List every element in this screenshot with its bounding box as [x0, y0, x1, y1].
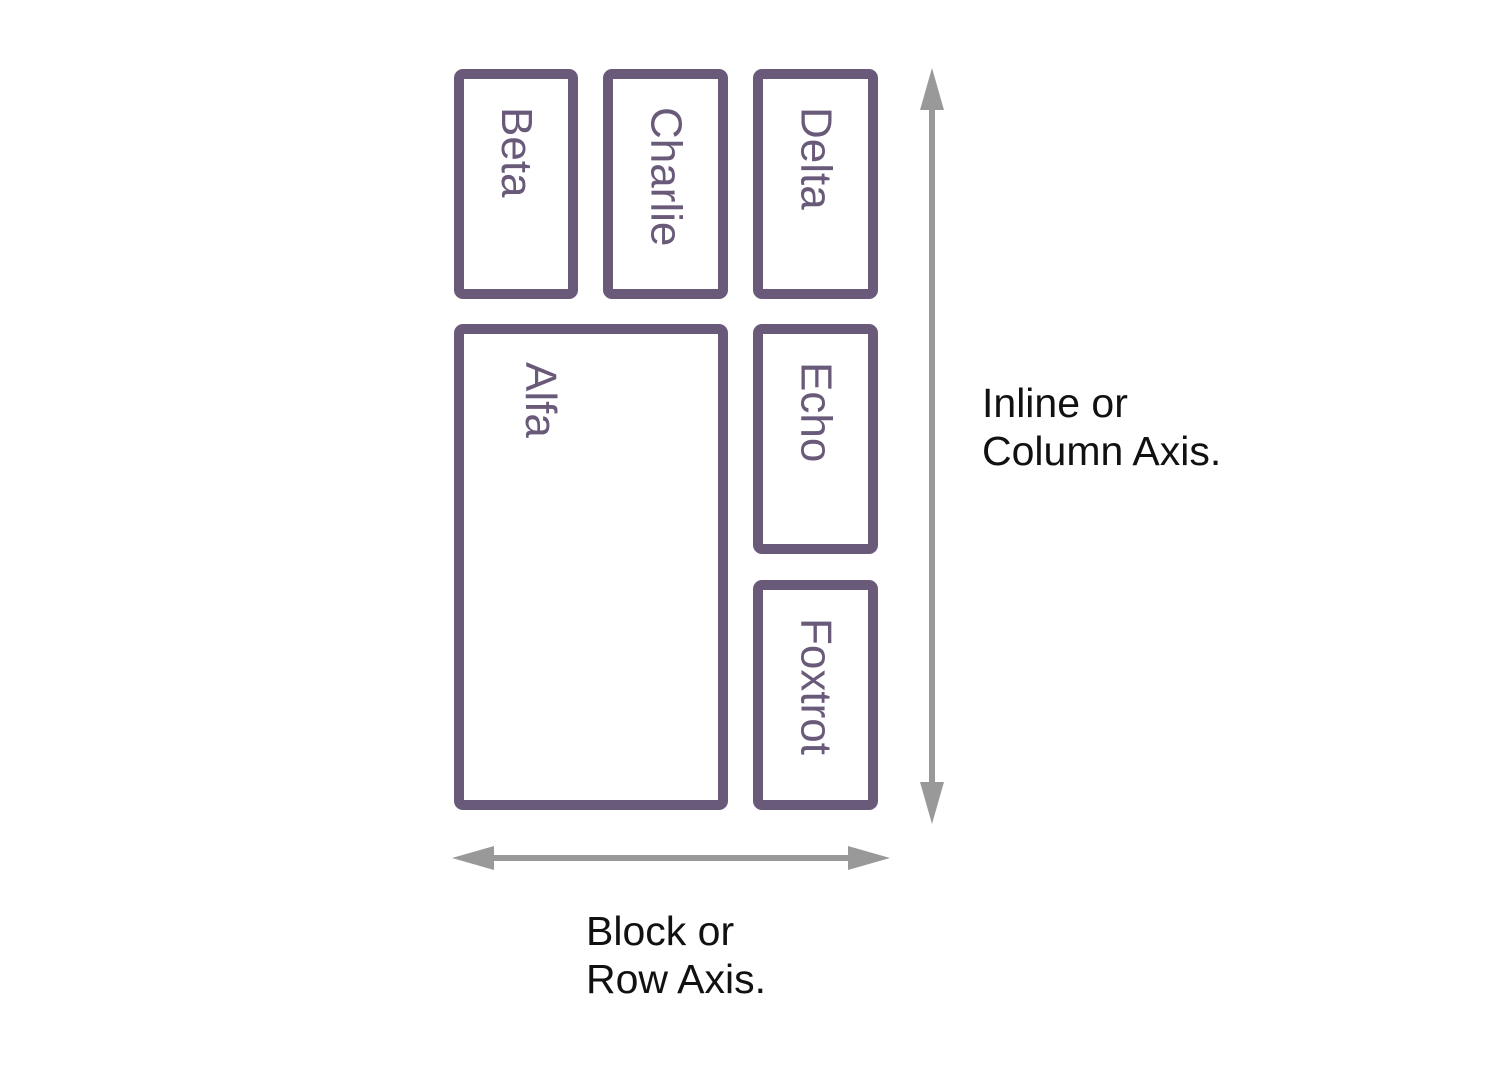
column-axis-arrow	[920, 68, 944, 824]
grid-item-alfa: Alfa	[454, 324, 728, 810]
column-axis-label: Inline or Column Axis.	[982, 379, 1221, 475]
grid-item-label-charlie: Charlie	[641, 107, 691, 247]
row-axis-label-line2: Row Axis.	[586, 956, 766, 1002]
grid-item-label-echo: Echo	[791, 362, 841, 463]
grid-item-label-alfa: Alfa	[516, 362, 565, 438]
row-axis-label-line1: Block or	[586, 908, 735, 954]
row-axis-arrowhead-right	[848, 846, 890, 870]
grid-item-label-foxtrot: Foxtrot	[791, 618, 841, 755]
row-axis-arrow	[452, 846, 890, 870]
column-axis-label-line1: Inline or	[982, 380, 1128, 426]
grid-item-label-beta: Beta	[492, 107, 541, 198]
column-axis-arrowhead-top	[920, 68, 944, 110]
column-axis-label-line2: Column Axis.	[982, 428, 1222, 474]
row-axis-label: Block or Row Axis.	[586, 907, 766, 1003]
grid-item-charlie: Charlie	[603, 69, 728, 299]
grid-item-beta: Beta	[454, 69, 578, 299]
grid-item-echo: Echo	[753, 324, 878, 554]
grid-item-foxtrot: Foxtrot	[753, 580, 878, 810]
grid-item-delta: Delta	[753, 69, 878, 299]
row-axis-arrowhead-left	[452, 846, 494, 870]
column-axis-arrowhead-bottom	[920, 782, 944, 824]
grid-item-label-delta: Delta	[791, 107, 841, 210]
